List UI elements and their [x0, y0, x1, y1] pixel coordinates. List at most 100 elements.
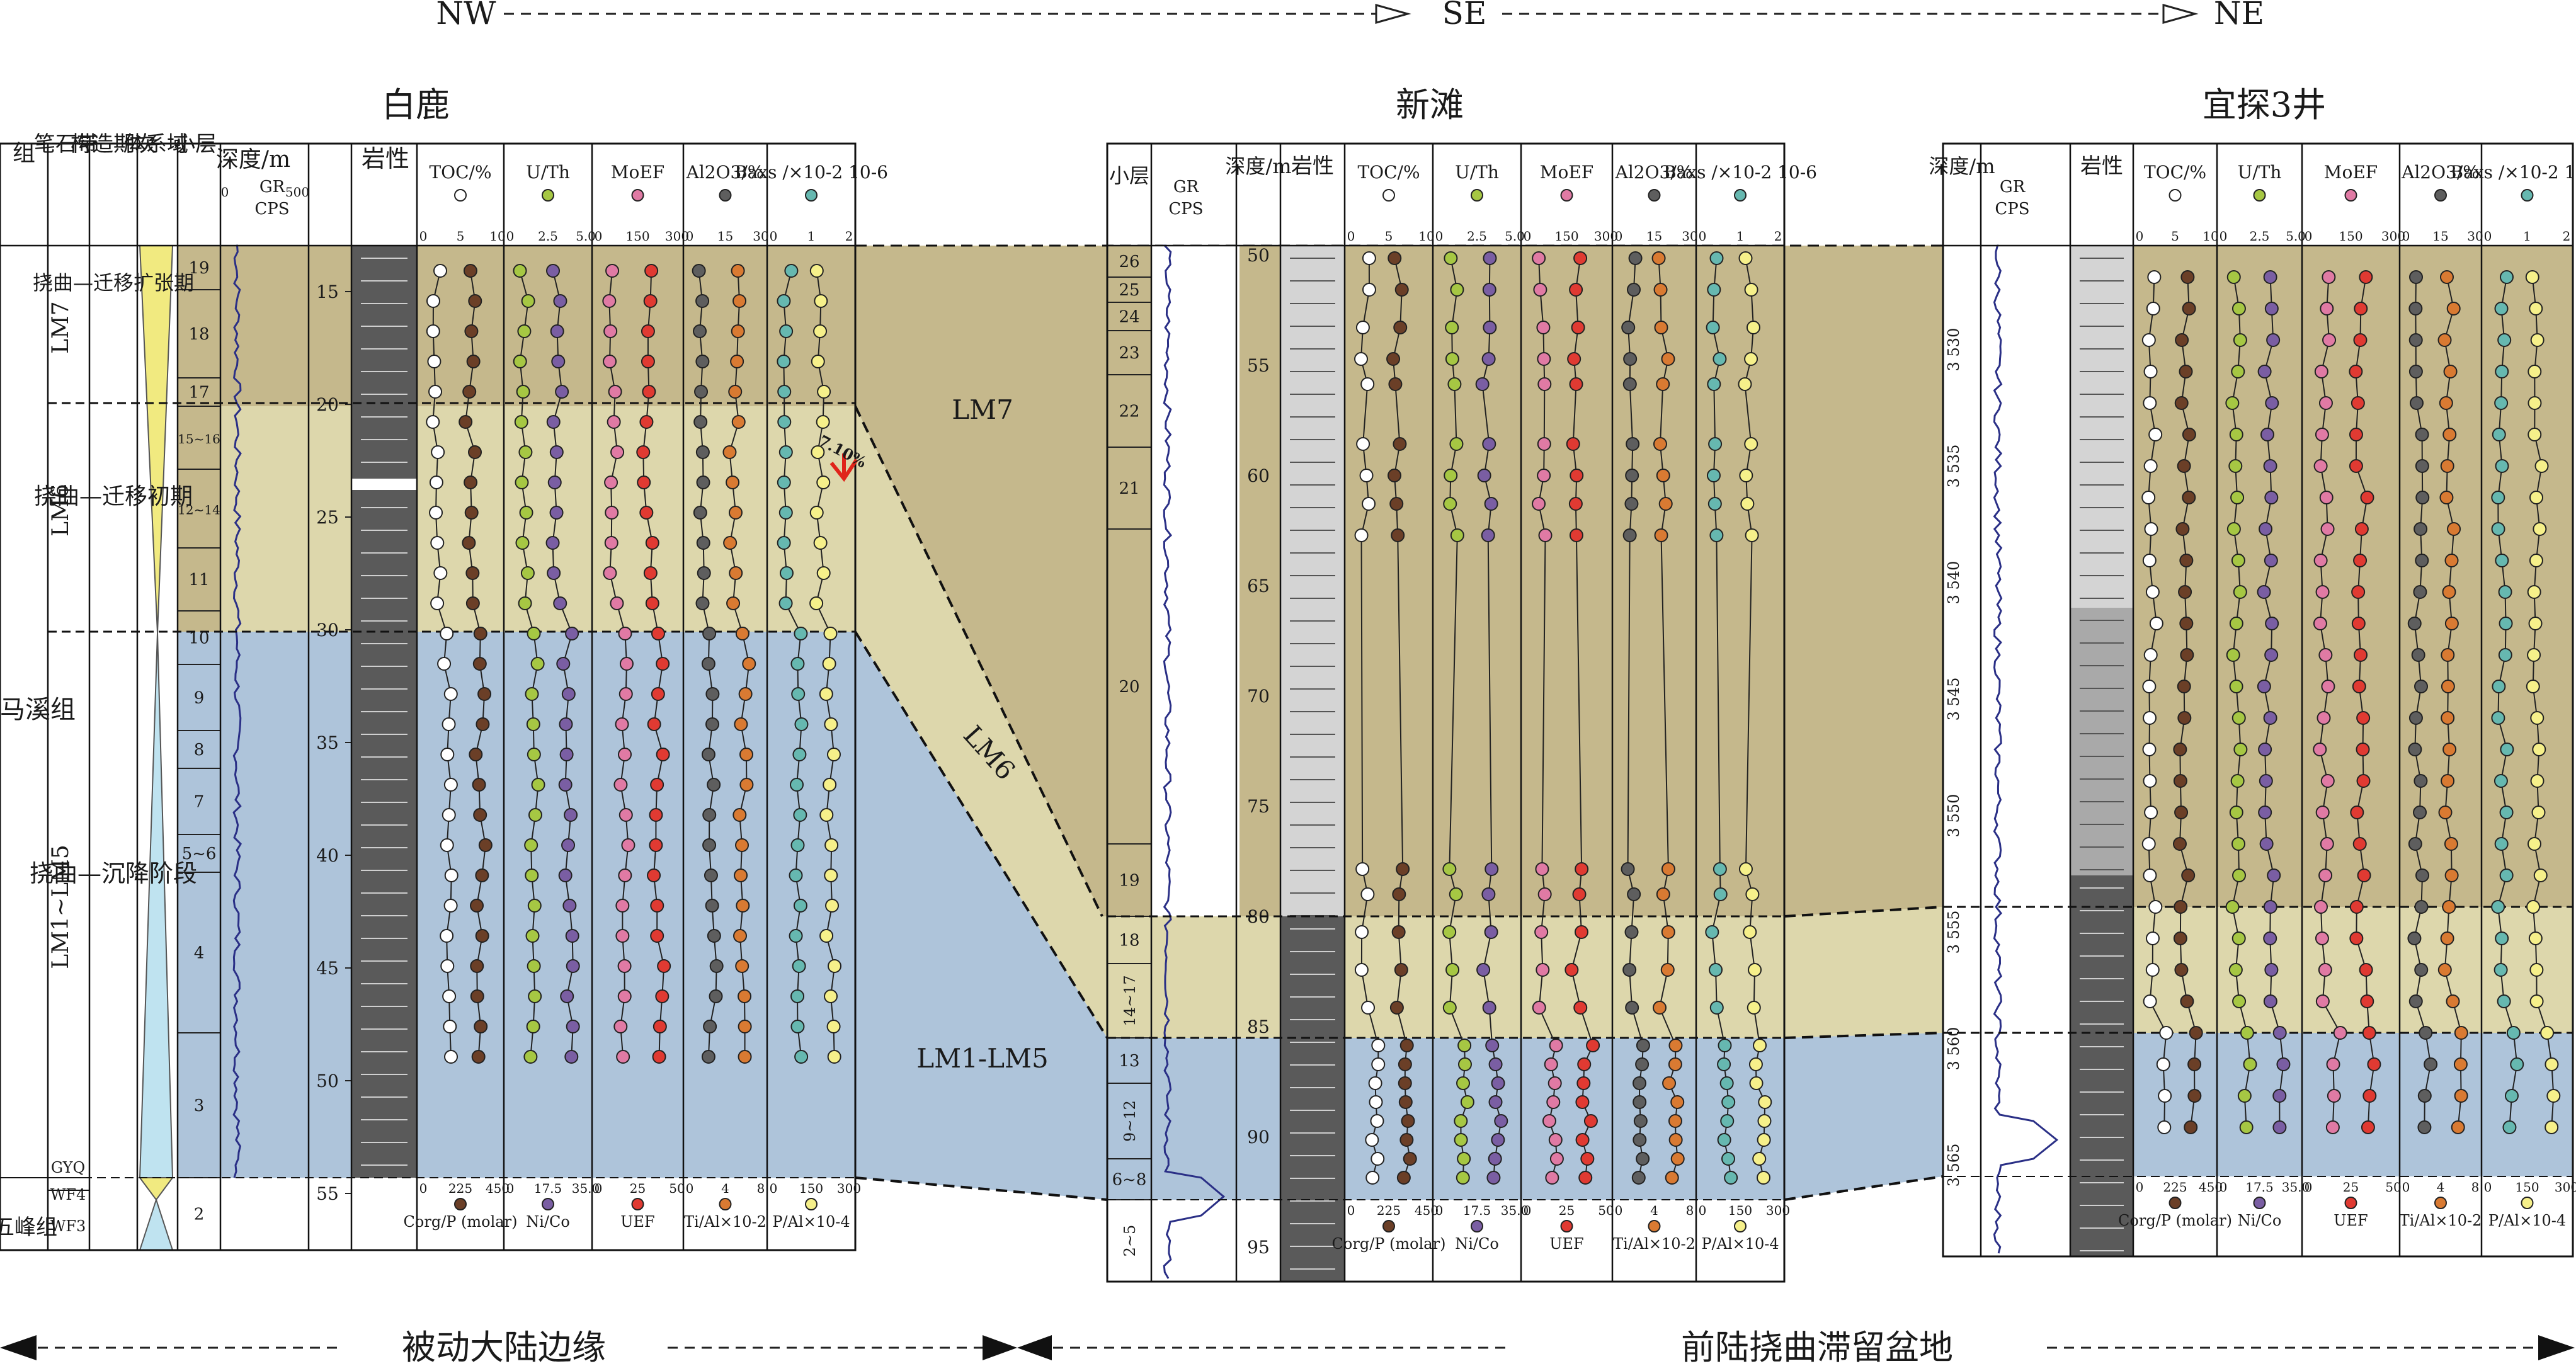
bailu-track-top-tick-2-1: 150 — [625, 229, 649, 244]
bailu-sample-point-2-1-17 — [650, 778, 664, 792]
xintan-sample-point-2-0-5 — [1537, 437, 1551, 451]
xintan-sample-point-0-1-15 — [1398, 1057, 1412, 1071]
xintan-sample-point-4-0-11 — [1705, 925, 1719, 939]
yitan-depth-tick-5: 3 555 — [1945, 911, 1963, 954]
bailu-sample-point-3-1-21 — [736, 899, 750, 913]
bailu-sample-point-1-0-13 — [530, 657, 545, 671]
corr-lm6-left — [855, 406, 1107, 1038]
bailu-sample-point-0-1-13 — [472, 657, 487, 671]
yitan-sample-point-0-1-1 — [2182, 302, 2196, 316]
yitan-track-curve-0-0 — [2148, 276, 2167, 1128]
bailu-sample-point-3-0-12 — [702, 627, 717, 640]
yitan-sample-point-0-1-11 — [2179, 617, 2194, 630]
yitan-sample-point-1-1-23 — [2263, 994, 2277, 1008]
label-foreland-basin: 前陆挠曲滞留盆地 — [1681, 1328, 1953, 1366]
yitan-header-lithology: 岩性 — [2080, 154, 2123, 179]
xintan-sample-point-1-1-14 — [1485, 1039, 1500, 1052]
xintan-sample-point-4-1-1 — [1744, 283, 1758, 297]
bailu-sample-point-0-0-4 — [428, 385, 443, 399]
bailu-sample-point-0-0-16 — [440, 748, 455, 761]
bailu-sample-point-2-0-12 — [618, 627, 632, 640]
bailu-sample-point-1-1-21 — [562, 899, 577, 913]
yitan-sample-point-1-0-0 — [2226, 270, 2241, 284]
yitan-lower-lithology-fill — [2070, 875, 2133, 1256]
xintan-sample-point-3-0-8 — [1622, 528, 1637, 542]
yitan-sample-point-1-0-13 — [2229, 680, 2243, 693]
xintan-track-bottom-label-3: Ti/Al×10-2 — [1613, 1235, 1695, 1253]
xintan-sample-point-0-0-12 — [1354, 963, 1369, 977]
yitan-sample-point-2-1-12 — [2354, 648, 2368, 662]
xintan-track-curve-4-1 — [1744, 258, 1766, 1178]
xintan-sample-point-2-1-4 — [1569, 377, 1583, 391]
xintan-sample-point-4-1-21 — [1757, 1171, 1771, 1185]
bailu-sample-point-3-0-2 — [693, 324, 707, 338]
yitan-sample-point-4-1-27 — [2545, 1120, 2559, 1134]
yitan-sample-point-1-0-6 — [2228, 459, 2243, 473]
yitan-sample-point-3-0-9 — [2415, 554, 2429, 567]
yitan-sample-point-3-1-2 — [2437, 333, 2452, 347]
xintan-track-top-label-4: Baxs /×10-2 10-6 — [1663, 162, 1817, 183]
boundary-lm6-top — [854, 406, 1103, 917]
bailu-sample-point-4-1-9 — [813, 536, 828, 550]
yitan-sample-point-1-0-16 — [2230, 774, 2245, 788]
yitan-sample-point-1-1-18 — [2259, 837, 2274, 851]
bailu-sample-point-0-1-4 — [462, 385, 477, 399]
header-depth: 深度/m — [216, 147, 290, 173]
yitan-sample-point-4-1-19 — [2533, 868, 2548, 882]
bailu-sample-point-3-0-22 — [707, 929, 721, 943]
yitan-sample-point-2-0-7 — [2319, 491, 2334, 504]
xintan-sample-point-4-0-8 — [1709, 528, 1724, 542]
bailu-sample-point-0-0-19 — [440, 838, 454, 852]
bailu-sample-point-1-1-12 — [565, 627, 579, 640]
yitan-sample-point-3-0-8 — [2414, 522, 2428, 536]
bailu-track-bottom-label-1: Ni/Co — [526, 1213, 570, 1231]
yitan-sample-point-0-1-8 — [2175, 522, 2190, 536]
bailu-sample-point-2-1-21 — [650, 899, 664, 913]
yitan-track-curve-4-1 — [2531, 276, 2555, 1128]
xintan-depth-tick-2: 60 — [1247, 465, 1270, 486]
yitan-sample-point-3-1-1 — [2446, 302, 2461, 316]
xintan-sublayer-9: 14~17 — [1121, 975, 1139, 1026]
bailu-sample-point-3-1-24 — [738, 989, 752, 1003]
yitan-track-bottom-tick-2-1: 25 — [2343, 1180, 2359, 1195]
yitan-sample-point-1-0-12 — [2226, 648, 2240, 662]
zone-lm1-lm5: LM1~LM5 — [48, 845, 74, 969]
xintan-sample-point-1-0-3 — [1445, 352, 1459, 366]
yitan-track-bottom-tick-4-2: 300 — [2555, 1180, 2576, 1195]
xintan-sample-point-2-1-18 — [1583, 1114, 1598, 1128]
xintan-sample-point-1-1-19 — [1491, 1133, 1505, 1147]
yitan-sample-point-0-1-2 — [2175, 333, 2189, 347]
yitan-sample-point-2-1-20 — [2349, 900, 2364, 914]
yitan-sample-point-1-0-21 — [2231, 931, 2246, 945]
bailu-track-bottom-tick-4-0: 0 — [770, 1181, 778, 1196]
xintan-track-top-marker-4 — [1734, 189, 1747, 202]
zone-lm6: LM6 — [48, 484, 74, 537]
xintan-sample-point-0-0-20 — [1371, 1152, 1385, 1166]
yitan-sample-point-3-1-19 — [2444, 868, 2459, 882]
yitan-sample-point-1-1-25 — [2276, 1057, 2291, 1071]
xintan-track-curve-0-1 — [1393, 258, 1411, 1178]
bailu-sample-point-2-0-18 — [618, 808, 633, 822]
systems-tract-wufeng-tst — [139, 1197, 174, 1251]
bailu-sample-point-4-1-16 — [826, 748, 841, 761]
bailu-sample-point-0-1-15 — [476, 717, 490, 731]
xintan-sample-point-4-0-7 — [1707, 497, 1722, 511]
bailu-sample-point-4-1-23 — [828, 959, 842, 973]
boundary-base-right — [1784, 1175, 1944, 1201]
bailu-gr-unit: CPS — [254, 200, 289, 219]
yitan-sample-point-2-0-11 — [2313, 617, 2327, 630]
yitan-sample-point-4-0-14 — [2491, 711, 2505, 725]
bailu-sample-point-1-0-16 — [527, 748, 541, 761]
bailu-track-bottom-tick-2-2: 50 — [669, 1181, 685, 1196]
bailu-track-top-label-2: MoEF — [611, 162, 664, 183]
yitan-sample-point-3-1-23 — [2446, 994, 2460, 1008]
yitan-track-curve-2-0 — [2319, 276, 2341, 1128]
xintan-sample-point-3-1-8 — [1654, 528, 1668, 542]
yitan-track-top-marker-3 — [2434, 189, 2447, 202]
xintan-sample-point-4-1-0 — [1738, 251, 1753, 265]
yitan-sample-point-3-1-6 — [2440, 459, 2454, 473]
bailu-sample-point-3-0-6 — [695, 445, 710, 459]
yitan-sample-point-2-1-24 — [2362, 1026, 2376, 1040]
xintan-track-bottom-tick-4-0: 0 — [1699, 1203, 1707, 1218]
yitan-sample-point-0-0-2 — [2141, 333, 2156, 347]
